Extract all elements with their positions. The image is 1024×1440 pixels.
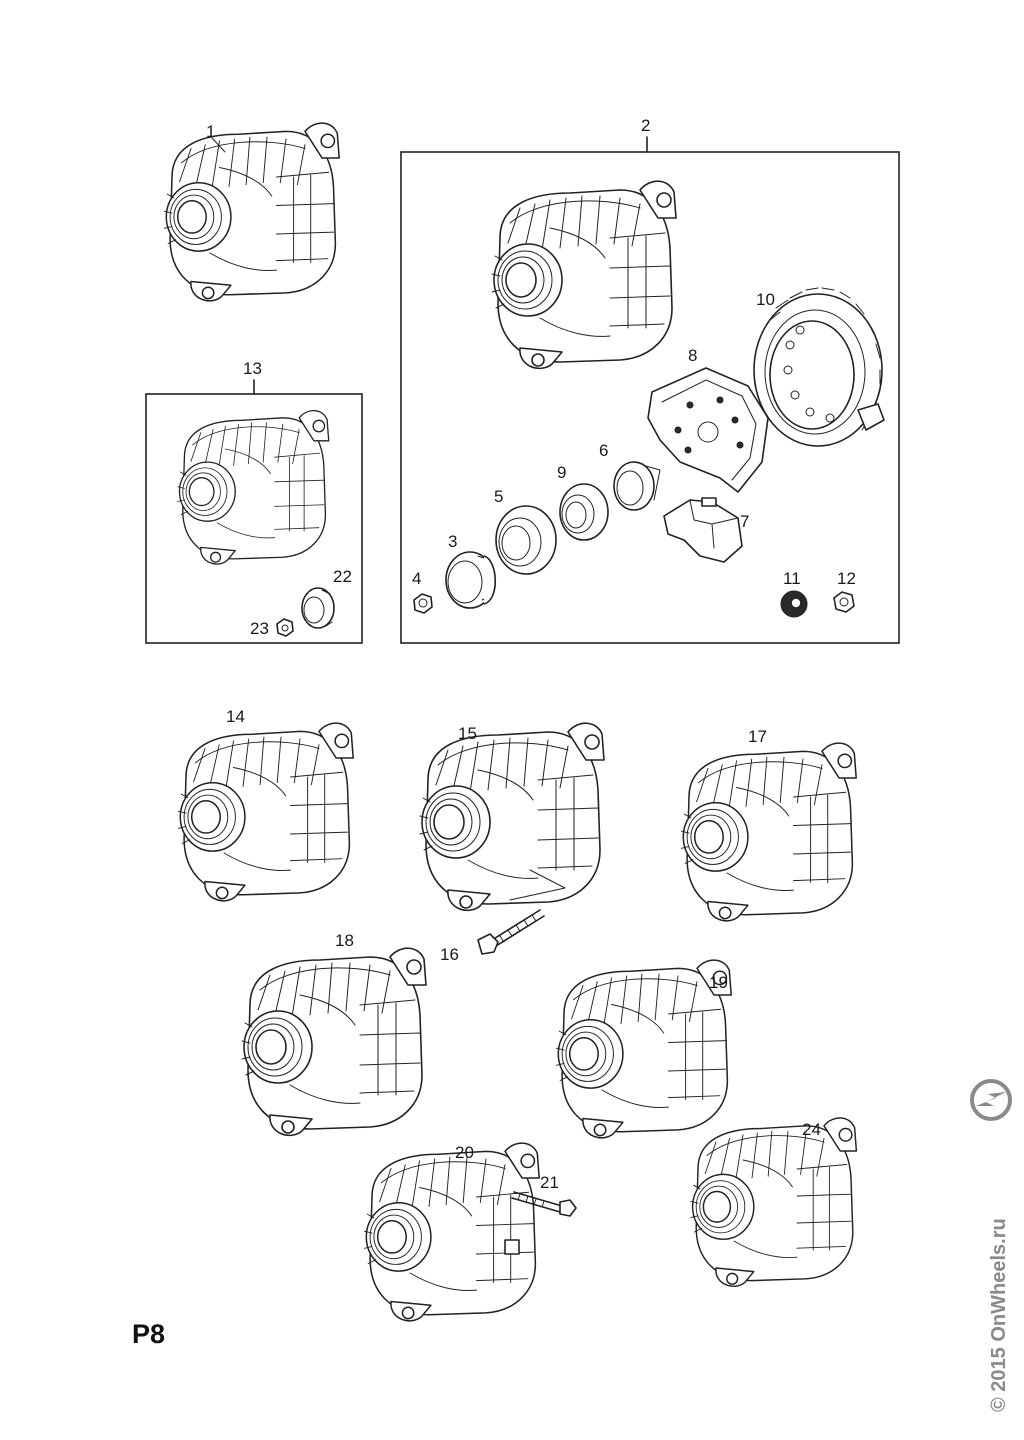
part-8-rectifier[interactable] <box>647 367 769 493</box>
callout-12: 12 <box>837 569 856 588</box>
callout-23: 23 <box>250 619 269 638</box>
part-9-bearing[interactable] <box>559 483 609 541</box>
part-18-alternator[interactable] <box>241 947 427 1137</box>
opel-logo-icon <box>970 1079 1012 1121</box>
callout-4: 4 <box>412 569 421 588</box>
callout-11: 11 <box>783 569 801 588</box>
callout-24: 24 <box>802 1120 821 1139</box>
callout-21: 21 <box>540 1173 559 1192</box>
callout-3: 3 <box>448 532 457 551</box>
part-16-bolt[interactable] <box>477 869 566 955</box>
callout-19: 19 <box>709 973 728 992</box>
callout-7: 7 <box>740 512 749 531</box>
callout-16: 16 <box>440 945 459 964</box>
callout-20: 20 <box>455 1143 474 1162</box>
part-10-stator[interactable] <box>753 287 885 447</box>
callout-6: 6 <box>599 441 608 460</box>
callout-13: 13 <box>243 359 262 378</box>
callout-15: 15 <box>458 724 477 743</box>
callout-1: 1 <box>206 122 215 141</box>
callout-14: 14 <box>226 707 245 726</box>
part-3-pulley[interactable] <box>445 551 496 609</box>
kit-13-frame <box>145 393 363 644</box>
callout-5: 5 <box>494 487 503 506</box>
callout-17: 17 <box>748 727 767 746</box>
part-19-alternator[interactable] <box>555 959 732 1139</box>
watermark-text: © 2015 OnWheels.ru <box>988 1218 1010 1412</box>
part-2-alternator[interactable] <box>491 180 677 370</box>
part-14-alternator[interactable] <box>177 722 354 902</box>
part-15-alternator[interactable] <box>419 722 605 912</box>
callout-8: 8 <box>688 346 697 365</box>
callout-9: 9 <box>557 463 566 482</box>
part-23-nut[interactable] <box>276 618 294 637</box>
part-20-alternator[interactable] <box>363 1142 540 1322</box>
part-21-bolt[interactable] <box>511 1191 577 1217</box>
part-22-pulley[interactable] <box>301 587 335 629</box>
callout-22: 22 <box>333 567 352 586</box>
part-6-ring[interactable] <box>613 461 661 511</box>
part-17-alternator[interactable] <box>680 742 857 922</box>
callout-2: 2 <box>641 116 650 135</box>
part-12-nut[interactable] <box>833 591 855 613</box>
part-11-nut[interactable] <box>780 590 808 618</box>
part-1-alternator[interactable] <box>163 122 340 302</box>
sheet-code: P8 <box>132 1319 165 1349</box>
part-24-alternator[interactable] <box>690 1117 858 1288</box>
kit-2-frame <box>400 151 900 644</box>
callout-10: 10 <box>756 290 775 309</box>
part-13-alternator[interactable] <box>177 409 330 565</box>
callout-18: 18 <box>335 931 354 950</box>
part-4-nut[interactable] <box>413 593 433 614</box>
part-7-brush-holder[interactable] <box>663 497 743 563</box>
part-5-bearing[interactable] <box>495 505 557 575</box>
